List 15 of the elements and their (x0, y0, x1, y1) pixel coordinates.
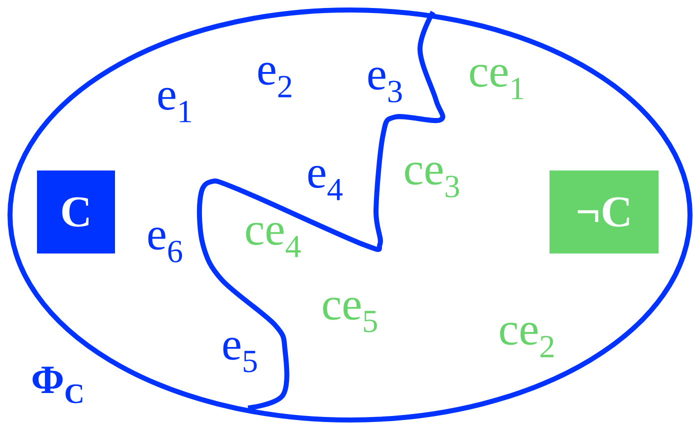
element-label: ce$_{2}$ (500, 322, 554, 358)
set-label: Φ$_{C}$ (32, 366, 82, 404)
element-label: e$_{4}$ (308, 166, 342, 200)
label-box: ¬C (550, 170, 658, 254)
element-label: ce$_{5}$ (323, 298, 377, 332)
element-label: ce$_{4}$ (246, 222, 301, 258)
element-label: ce$_{1}$ (470, 64, 524, 100)
element-label: e$_{1}$ (158, 88, 192, 122)
element-label: e$_{2}$ (258, 62, 292, 98)
set-ellipse (8, 8, 692, 422)
label-box: C (37, 170, 115, 254)
element-label: ce$_{3}$ (405, 162, 459, 198)
element-label: e$_{6}$ (148, 228, 182, 262)
element-label: e$_{3}$ (368, 68, 402, 102)
element-label: e$_{5}$ (223, 338, 257, 372)
